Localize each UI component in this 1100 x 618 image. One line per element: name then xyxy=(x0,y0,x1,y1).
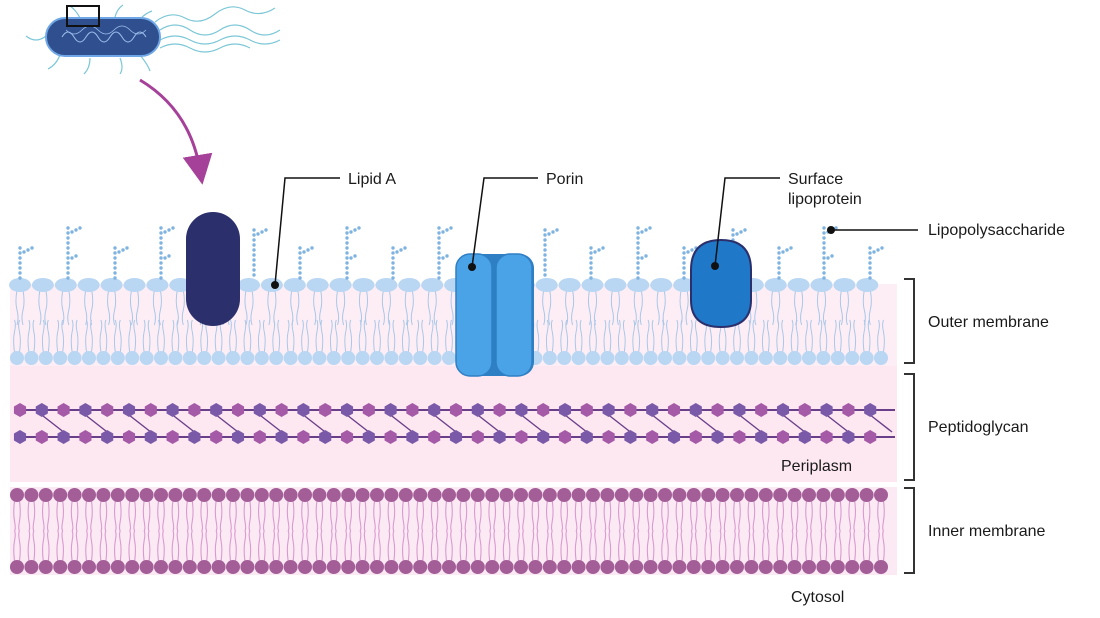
peptidoglycan-layer xyxy=(13,403,895,444)
outer-membrane-label: Outer membrane xyxy=(928,314,1049,331)
lipid-a-protein xyxy=(186,212,240,326)
bacterium-icon xyxy=(25,4,281,75)
curved-arrow-icon xyxy=(139,78,213,185)
inner-membrane-tails xyxy=(13,500,885,562)
porin-label: Porin xyxy=(546,171,583,188)
lipopolysaccharide-chains xyxy=(18,226,884,280)
lipid-a-leader xyxy=(274,177,340,286)
porin-protein xyxy=(455,253,534,377)
porin-leader xyxy=(471,177,538,268)
inner-membrane-label: Inner membrane xyxy=(928,523,1045,540)
surface-lipoprotein-leader xyxy=(714,177,780,267)
zoom-box xyxy=(66,5,100,27)
lipopolysaccharide-label: Lipopolysaccharide xyxy=(928,222,1065,239)
surface-lipoprotein xyxy=(690,238,752,329)
periplasm-band xyxy=(10,366,897,482)
peptidoglycan-label: Peptidoglycan xyxy=(928,419,1029,436)
inner-membrane-bracket xyxy=(904,487,915,574)
surface-lipoprotein-label-line1: Surface xyxy=(788,171,843,188)
peptidoglycan-bracket xyxy=(904,373,915,481)
cytosol-label: Cytosol xyxy=(791,589,844,606)
lipid-a-label: Lipid A xyxy=(348,171,396,188)
inner-membrane-heads xyxy=(10,488,888,574)
surface-lipoprotein-label-line2: lipoprotein xyxy=(788,191,862,208)
outer-membrane-bracket xyxy=(904,278,915,364)
periplasm-label: Periplasm xyxy=(781,458,852,475)
